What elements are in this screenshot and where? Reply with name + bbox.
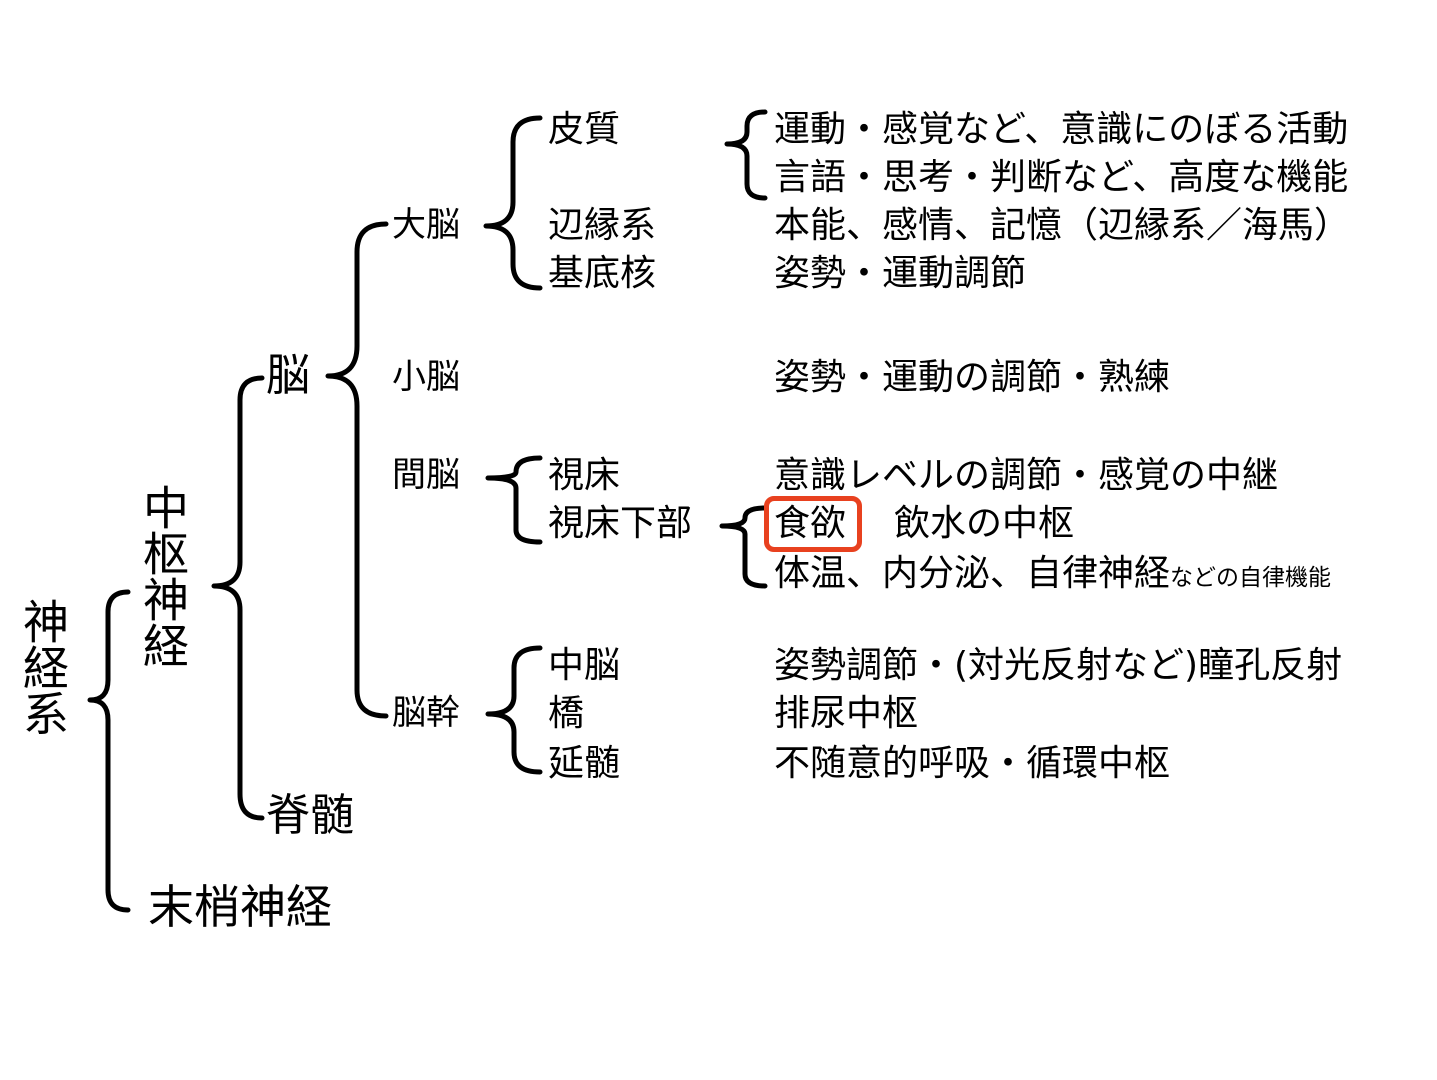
cerebrum-label: 大脳 (392, 205, 460, 245)
limbic-label: 辺縁系 (548, 205, 657, 246)
function-midbrain: 姿勢調節・(対光反射など)瞳孔反射 (774, 645, 1343, 686)
basal-ganglia-label: 基底核 (548, 253, 657, 294)
function-limbic: 本能、感情、記憶（辺縁系／海馬） (774, 205, 1351, 246)
function-hypothalamus-1: 飲水の中枢 (894, 503, 1075, 544)
brace-brainstem (485, 645, 543, 775)
midbrain-label: 中脳 (548, 645, 621, 686)
function-cortex-1: 運動・感覚など、意識にのぼる活動 (774, 109, 1349, 150)
cns-label: 中枢神経 (136, 484, 190, 668)
function-hypothalamus-2-small: などの自律機能 (1170, 565, 1332, 591)
brace-cerebrum (483, 115, 543, 291)
brace-nervous-system (87, 589, 131, 913)
function-cortex-2: 言語・思考・判断など、高度な機能 (774, 157, 1349, 198)
brace-hypothalamus (719, 505, 768, 589)
function-hypothalamus-2: 体温、内分泌、自律神経などの自律機能 (774, 556, 1331, 592)
brace-cns (211, 375, 265, 821)
medulla-label: 延髄 (548, 743, 621, 784)
brainstem-label: 脳幹 (392, 693, 460, 733)
highlight-box (764, 496, 862, 552)
function-hypothalamus-highlight: 食欲 (774, 503, 847, 544)
function-hypothalamus-2-main: 体温、内分泌、自律神経 (774, 553, 1171, 594)
pns-label: 末梢神経 (148, 880, 332, 934)
hypothalamus-label: 視床下部 (548, 503, 693, 544)
root-label: 神経系 (16, 598, 70, 736)
thalamus-label: 視床 (548, 455, 621, 496)
brace-brain (325, 221, 389, 719)
function-basal-ganglia: 姿勢・運動調節 (774, 253, 1027, 294)
cerebellum-label: 小脳 (392, 357, 460, 397)
spinal-cord-label: 脊髄 (266, 790, 354, 841)
diencephalon-label: 間脳 (392, 455, 460, 495)
brain-label: 脳 (266, 350, 310, 401)
pons-label: 橋 (548, 693, 585, 734)
function-thalamus: 意識レベルの調節・感覚の中継 (774, 455, 1279, 496)
brace-cortex (724, 109, 768, 201)
function-medulla: 不随意的呼吸・循環中枢 (774, 743, 1171, 784)
function-cerebellum: 姿勢・運動の調節・熟練 (774, 357, 1171, 398)
cortex-label: 皮質 (548, 109, 621, 150)
brace-diencephalon (485, 455, 543, 545)
function-pons: 排尿中枢 (774, 693, 919, 734)
